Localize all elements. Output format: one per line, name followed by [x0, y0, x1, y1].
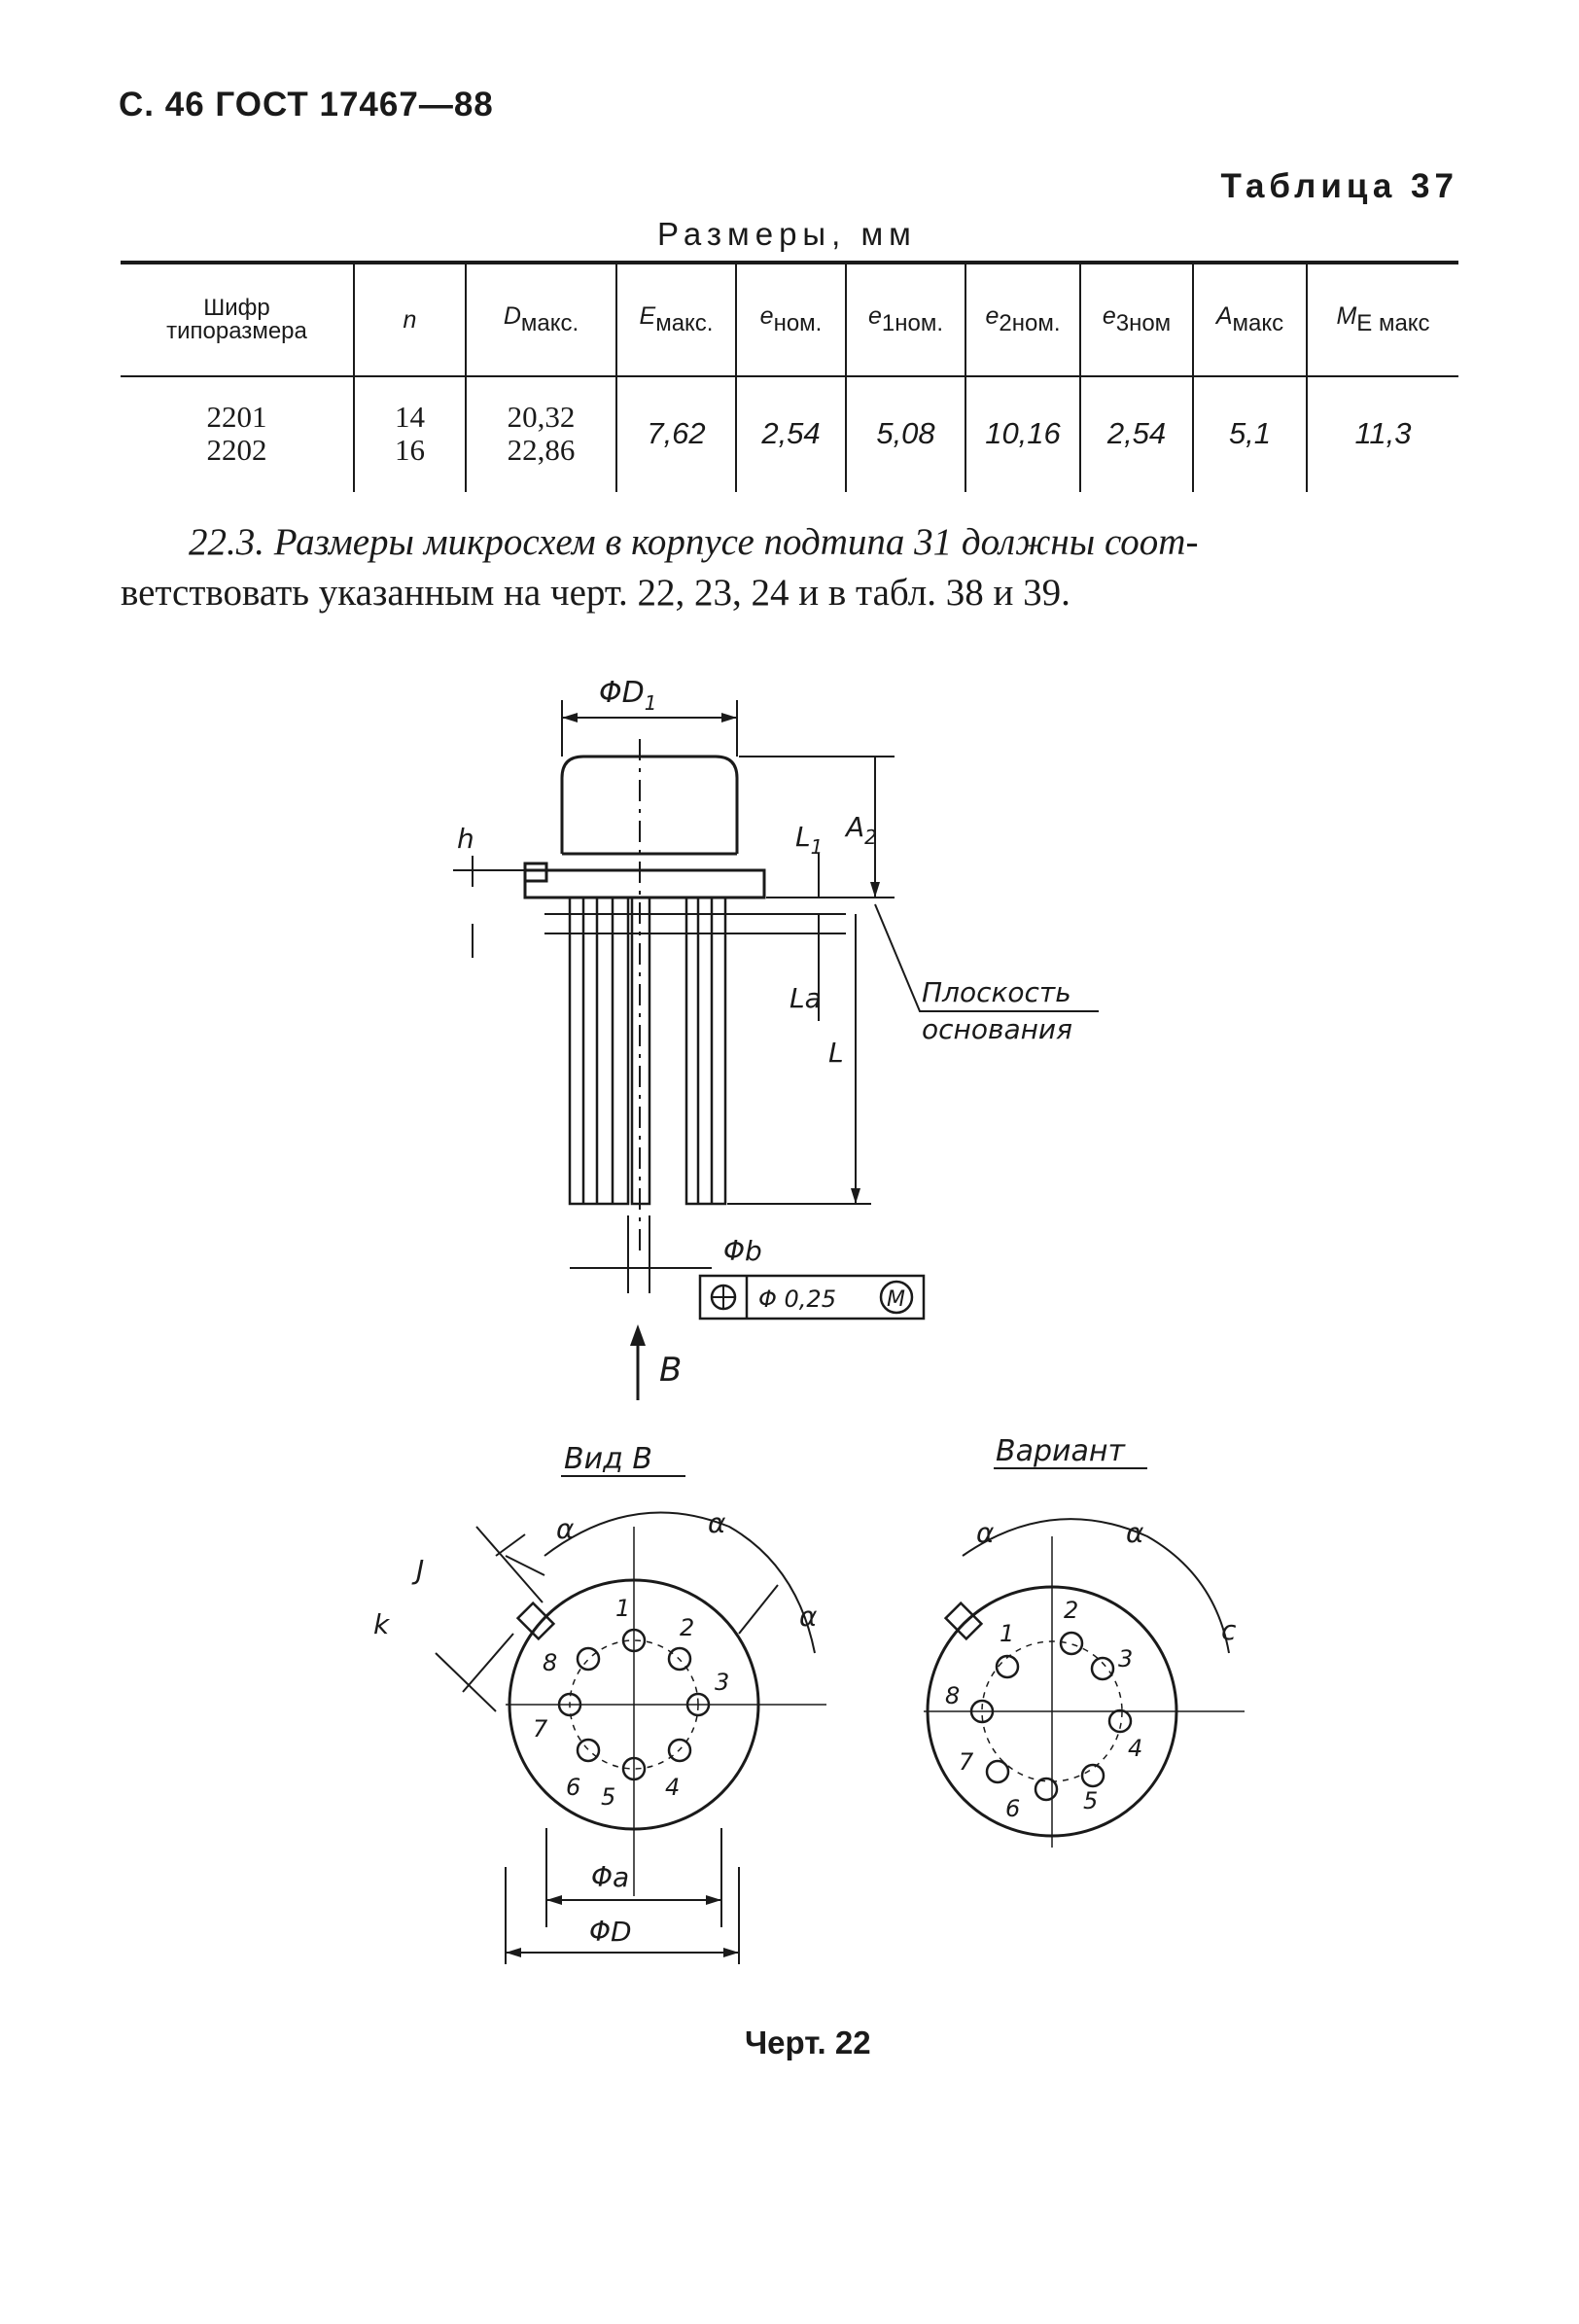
cell-codes: 2201 2202 — [206, 400, 267, 467]
svg-text:7: 7 — [959, 1748, 974, 1776]
arrow-label: B — [659, 1351, 682, 1390]
base-plane-line2: основания — [922, 1013, 1072, 1045]
svg-text:7: 7 — [533, 1715, 548, 1743]
svg-text:3: 3 — [1118, 1645, 1133, 1673]
table-header-row: Шифр типоразмера n Dмакс. Eмакс. eном. e… — [121, 264, 1458, 375]
svg-text:2: 2 — [680, 1614, 694, 1641]
modifier-circle-icon — [879, 1280, 914, 1315]
cell-e3-nom: 2,54 — [1079, 375, 1193, 492]
label-phi-b: Φb — [723, 1235, 762, 1267]
package-cap — [560, 755, 739, 854]
svg-text:1: 1 — [615, 1595, 630, 1622]
col-e-max: Eмакс. — [615, 264, 736, 375]
cell-e2-nom: 10,16 — [965, 375, 1080, 492]
view-title: Вид B — [564, 1442, 652, 1476]
svg-text:1: 1 — [1000, 1620, 1014, 1647]
running-head: С. 46 ГОСТ 17467—88 — [119, 86, 494, 123]
label-phi-a: Φa — [591, 1861, 629, 1893]
col-e3-nom: e3ном — [1079, 264, 1193, 375]
tolerance-value: Φ 0,25 — [758, 1285, 836, 1313]
section-paragraph: 22.3. Размеры микросхем в корпусе подтип… — [121, 517, 1458, 618]
figure-caption: Черт. 22 — [745, 2025, 871, 2060]
label-l1: L1 — [795, 821, 823, 859]
package-flange — [523, 868, 766, 899]
cell-e1-nom: 5,08 — [845, 375, 965, 492]
paragraph-lead: 22.3. Размеры микросхем в корпусе подтип… — [189, 521, 1199, 563]
variant-alpha-2: α — [1126, 1517, 1144, 1549]
label-h: h — [457, 823, 474, 855]
label-d1: ΦD1 — [599, 676, 656, 715]
table-caption: Размеры, мм — [657, 216, 917, 252]
table-row: 2201 2202 14 16 20,32 22,86 7,62 2,54 5,… — [121, 375, 1458, 492]
alpha-2: α — [708, 1507, 726, 1539]
base-plane-line1: Плоскость — [922, 976, 1071, 1008]
key-tab — [523, 862, 548, 883]
col-code: Шифр типоразмера — [166, 295, 307, 344]
variant-key-tab — [943, 1601, 984, 1641]
variant-alpha-1: α — [976, 1517, 995, 1549]
label-l: L — [828, 1037, 844, 1069]
svg-text:8: 8 — [543, 1649, 557, 1676]
svg-text:4: 4 — [1128, 1735, 1142, 1762]
svg-text:3: 3 — [715, 1669, 729, 1696]
col-e1-nom: e1ном. — [845, 264, 965, 375]
cell-e-nom: 2,54 — [735, 375, 846, 492]
col-e-nom: eном. — [735, 264, 846, 375]
col-n: n — [353, 264, 466, 375]
col-a-max: Aмакс — [1192, 264, 1307, 375]
tolerance-modifier: M — [887, 1287, 905, 1312]
col-d-max: Dмакс. — [465, 264, 616, 375]
cell-n: 14 16 — [353, 375, 466, 492]
label-c: c — [1221, 1614, 1237, 1646]
table-number: Таблица 37 — [1220, 167, 1458, 205]
paragraph-rest: ветствовать указанным на черт. 22, 23, 2… — [121, 572, 1070, 614]
label-la: La — [790, 982, 822, 1014]
col-me-max: ME макс — [1306, 264, 1458, 375]
svg-text:6: 6 — [1005, 1795, 1020, 1822]
table-top-rule — [121, 261, 1458, 264]
pin-holes — [557, 1628, 711, 1781]
label-j: J — [411, 1554, 424, 1586]
pin-labels: 1 2 3 4 5 6 7 8 — [533, 1595, 729, 1811]
label-phi-d: ΦD — [589, 1916, 632, 1948]
svg-text:4: 4 — [665, 1774, 680, 1801]
key-tab-bottom — [515, 1601, 556, 1641]
alpha-1: α — [556, 1513, 575, 1545]
dimensions-table: Шифр типоразмера n Dмакс. Eмакс. eном. e… — [121, 264, 1458, 492]
svg-text:5: 5 — [1083, 1787, 1098, 1814]
label-a2: A2 — [844, 811, 877, 849]
label-k: k — [373, 1608, 391, 1640]
tolerance-frame — [698, 1274, 926, 1320]
cell-e-max: 7,62 — [615, 375, 736, 492]
variant-pin-labels: 1 2 3 4 5 6 7 8 — [945, 1597, 1142, 1822]
side-view — [453, 700, 1099, 1400]
svg-text:2: 2 — [1064, 1597, 1078, 1624]
variant-title: Вариант — [996, 1434, 1127, 1468]
leads — [568, 896, 727, 1206]
alpha-3: α — [799, 1601, 818, 1633]
arrow-up-icon — [630, 1324, 646, 1346]
svg-text:5: 5 — [601, 1783, 615, 1811]
variant-view — [924, 1467, 1245, 1848]
svg-text:6: 6 — [566, 1774, 580, 1801]
variant-pin-holes — [969, 1631, 1133, 1802]
bottom-view — [435, 1475, 826, 1964]
cell-d-max: 20,32 22,86 — [465, 375, 616, 492]
cell-a-max: 5,1 — [1192, 375, 1307, 492]
col-e2-nom: e2ном. — [965, 264, 1080, 375]
svg-text:8: 8 — [945, 1682, 960, 1709]
cell-me-max: 11,3 — [1306, 375, 1458, 492]
